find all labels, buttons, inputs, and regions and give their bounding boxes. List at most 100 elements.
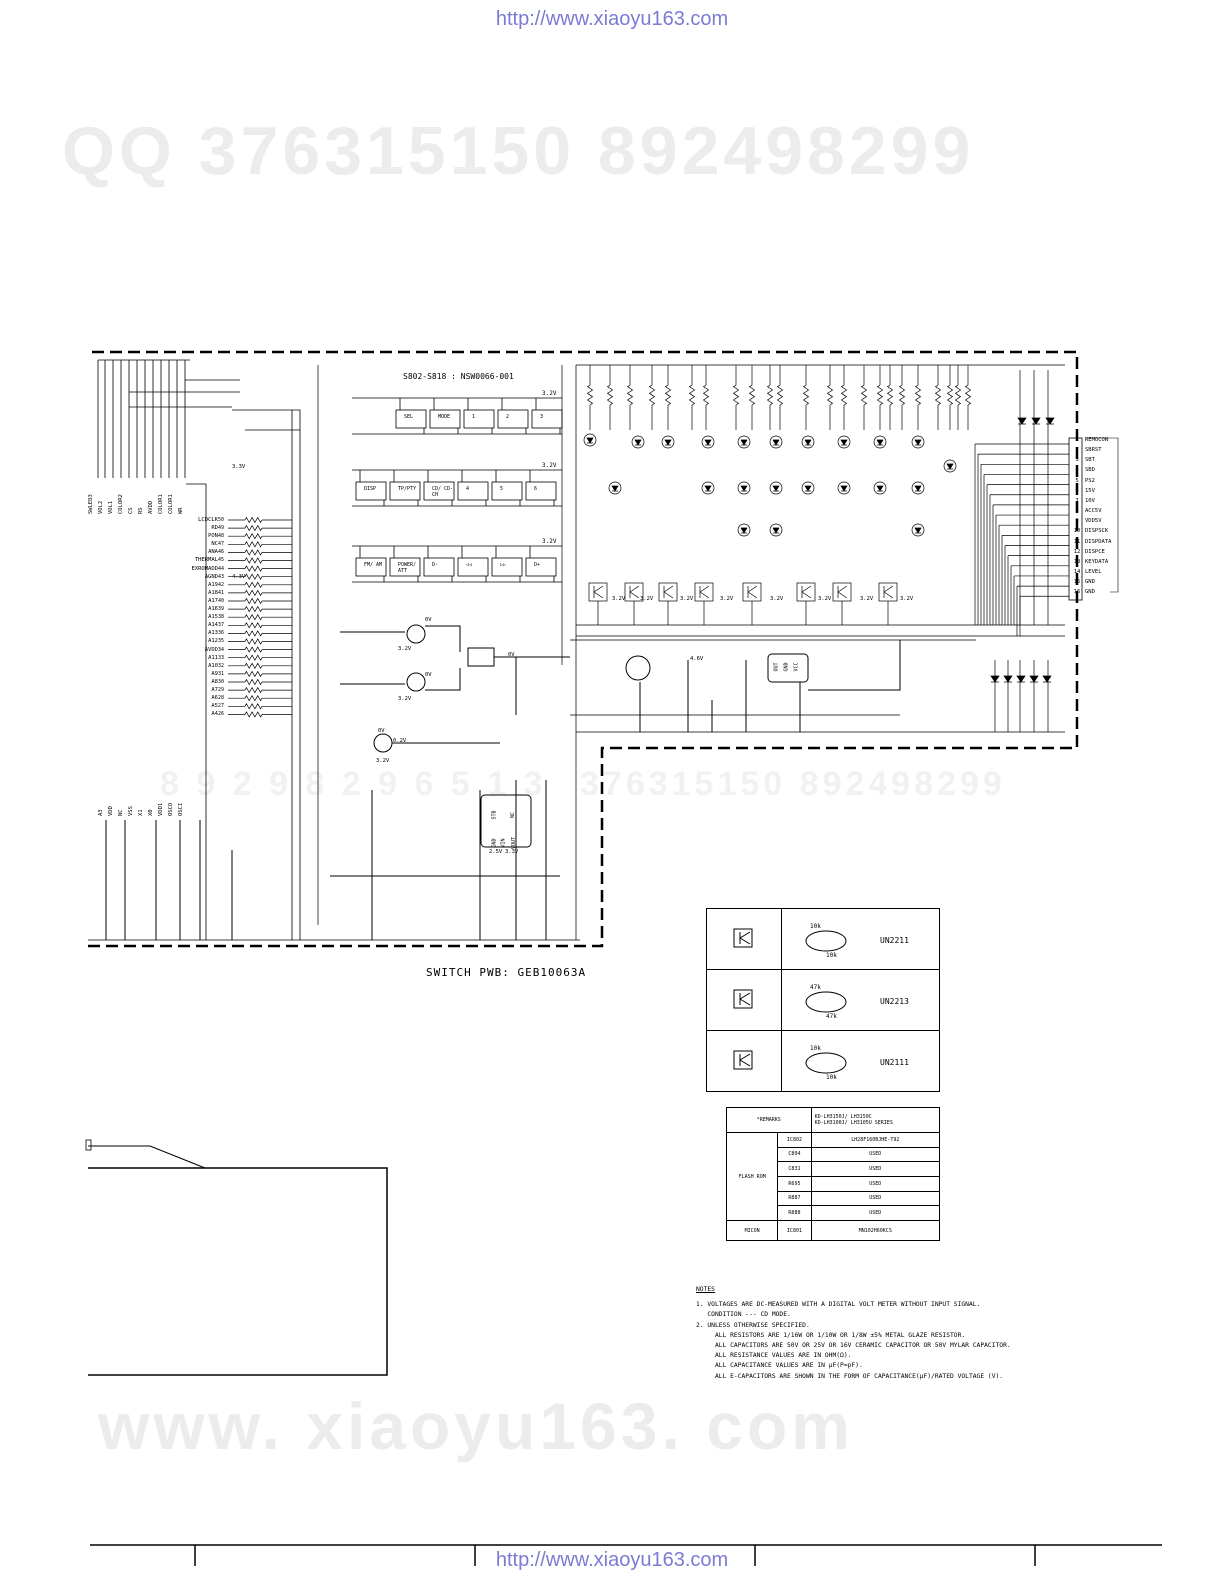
watermark-mid: 8 9 2 9 8 2 9 6 5 1 3 (160, 765, 547, 803)
remarks-value: MN102H60KCS (810, 1220, 941, 1241)
ic-bottom-pin-label: VDD1 (158, 802, 164, 816)
switch-lead (461, 546, 487, 582)
switch-body (389, 481, 421, 501)
led-diode (772, 485, 780, 492)
pin-resistor (244, 573, 263, 580)
connector-pin-number: 12 (1073, 548, 1081, 555)
switch-lead (501, 398, 527, 434)
led (801, 481, 815, 495)
ic-pin-label: LCDCLK (198, 517, 218, 523)
switch-label: SEL (404, 414, 414, 420)
pwb-outline (88, 350, 1079, 948)
ic-pin-label: A9 (211, 670, 218, 677)
ic-top-pin-label: VOL2 (98, 500, 104, 514)
switch-body (491, 557, 523, 577)
pin-resistor (244, 622, 263, 629)
ic-pin-label: A13 (208, 630, 218, 637)
switch-body (423, 557, 455, 577)
remarks-value: USED (810, 1161, 941, 1177)
switch-label: 5 (500, 486, 504, 492)
led (837, 481, 851, 495)
led-resistor (886, 384, 894, 406)
remarks-value: USED (810, 1190, 941, 1207)
switch-lead (359, 470, 385, 506)
pin-resistor (244, 703, 263, 710)
pin-resistor (244, 524, 263, 532)
connector-pin-label: SBT (1085, 457, 1095, 464)
switch-label: DISP (364, 486, 377, 492)
remote-pin: VCC (793, 662, 800, 672)
footer-url[interactable]: http://www.xiaoyu163.com (495, 1549, 729, 1571)
ic-pin-number: 40 (218, 597, 225, 604)
remote-pin: OUT (773, 662, 780, 672)
led-diode (804, 485, 812, 492)
switch-body (355, 557, 387, 577)
voltage-label: 3.2V (398, 696, 412, 702)
regulator-pin: STB (491, 810, 498, 820)
ic-pin-label: ANA (208, 549, 218, 556)
part-number: UN2213 (880, 997, 909, 1006)
ic-pin-number: 30 (218, 678, 225, 685)
switch-label: 2 (506, 414, 510, 420)
led-resistor (934, 384, 942, 406)
switch-label: POWER/ ATT (398, 562, 417, 574)
transistor-row-2: 47k 47k UN2213 (781, 969, 940, 1031)
notes-line: 2. UNLESS OTHERWISE SPECIFIED. (696, 1321, 810, 1329)
ic-pin-label: A11 (208, 654, 218, 661)
transistor-symbol-1 (706, 908, 782, 970)
ic-bottom-pin-label: X0 (148, 809, 154, 816)
switch-body (491, 481, 523, 501)
transistor-lead (699, 585, 710, 625)
switch-body (531, 409, 563, 429)
ic-pin-number: 42 (218, 581, 225, 588)
led-diode (876, 485, 884, 492)
led-driver-transistor (832, 582, 852, 602)
notes-line: CONDITION --- CD MODE. (696, 1311, 791, 1319)
led-resistor (776, 384, 784, 406)
led (943, 459, 957, 473)
led-resistor (860, 384, 868, 406)
led-diode (664, 439, 672, 446)
ic-pin-label: A14 (208, 622, 218, 629)
remarks-value: USED (810, 1205, 941, 1221)
led-resistor (826, 384, 834, 406)
led-resistor (648, 384, 656, 406)
led-resistor (702, 384, 710, 406)
pin-resistor (244, 662, 263, 670)
switch-label: 1 (472, 414, 476, 420)
voltage-label: 0V (508, 652, 515, 658)
led-diode (704, 439, 712, 446)
switch-label: 6 (534, 486, 538, 492)
header-url[interactable]: http://www.xiaoyu163.com (495, 8, 729, 30)
switch-label: D- (432, 562, 439, 568)
transistor-lead (801, 585, 812, 625)
r2-label: 10k (826, 1074, 837, 1081)
ic-bottom-pin-label: X1 (138, 809, 144, 816)
watermark-qq: QQ 376315150 892498299 (62, 113, 975, 189)
connector-pin-label: SBRST (1085, 447, 1102, 454)
connector-pin-label: DISPDATA (1085, 538, 1112, 545)
ic-pin-number: 31 (218, 670, 225, 677)
led-diode (772, 527, 780, 534)
connector-pin-number: 15 (1073, 579, 1081, 586)
ic-bottom-pin-label: VSS (128, 806, 134, 816)
ic-pin-label: AVDD (204, 646, 218, 653)
watermark-bottom: www. xiaoyu163. com (98, 1389, 854, 1463)
led (911, 435, 925, 449)
pwb-label: SWITCH PWB: GEB10063A (426, 966, 587, 979)
led-resistor (688, 384, 696, 406)
switch-body (389, 557, 421, 577)
led-diode (876, 439, 884, 446)
connector-pin-label: ACC5V (1085, 508, 1102, 515)
regulator-pin: NC (510, 811, 517, 819)
ic-top-pin-label: WR (178, 507, 184, 514)
led-resistor (964, 384, 972, 406)
voltage-label: 4.3V (232, 574, 246, 580)
switch-part-label: S802-S818 : NSW0066-001 (403, 372, 514, 381)
